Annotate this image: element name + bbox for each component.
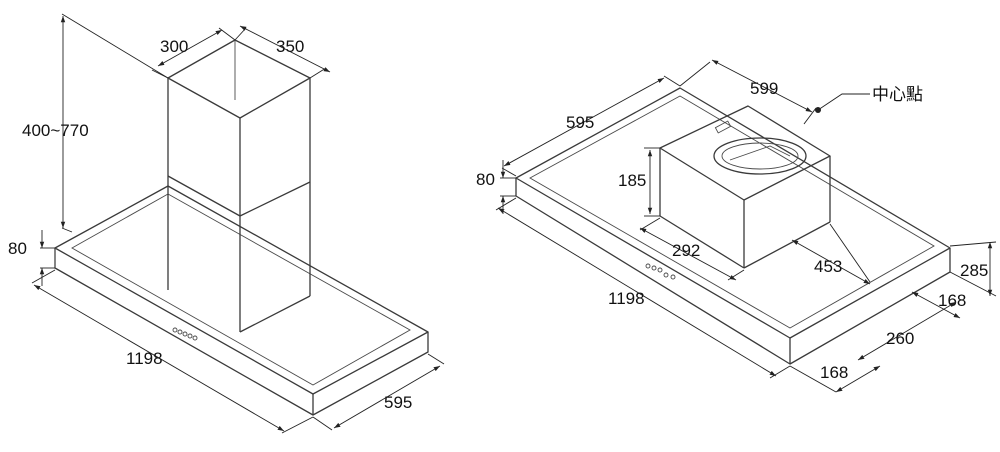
label-chimney-height: 400~770 — [22, 121, 89, 140]
right-dim-body-thickness: 80 — [476, 160, 516, 214]
left-dim-body-width: 1198 — [31, 269, 314, 434]
right-duct-outlet — [713, 137, 807, 175]
label-chimney-width: 350 — [276, 37, 304, 56]
right-center-point-callout: 中心點 — [815, 85, 923, 113]
left-chimney — [167, 39, 311, 333]
left-dim-chimney-depth: 300 — [151, 27, 236, 79]
left-hood-view: 300 350 400~770 80 11 — [8, 13, 445, 434]
right-dim-center-span: 260 — [857, 301, 957, 361]
left-dim-body-thickness: 80 — [8, 230, 55, 286]
right-control-buttons — [645, 263, 676, 280]
right-dim-box-depth: 292 — [639, 217, 745, 281]
label-offset-right-bottom: 168 — [820, 363, 848, 382]
left-control-buttons — [172, 327, 198, 341]
label-right-body-thickness: 80 — [476, 170, 495, 189]
label-box-width: 453 — [814, 257, 842, 276]
left-hood-body — [54, 185, 429, 416]
label-right-chimney-width: 599 — [750, 79, 778, 98]
label-body-height-right: 285 — [960, 261, 988, 280]
right-hood-view: 595 599 中心點 80 185 — [476, 59, 997, 393]
right-dim-body-width: 1198 — [495, 197, 791, 379]
right-dim-body-height-right: 285 — [949, 241, 997, 297]
label-right-body-depth: 595 — [566, 113, 594, 132]
label-right-body-width: 1198 — [608, 289, 645, 308]
right-dim-box-height: 185 — [618, 147, 660, 217]
label-box-depth: 292 — [672, 241, 700, 260]
label-body-thickness: 80 — [8, 239, 27, 258]
right-dim-body-depth: 595 — [501, 75, 681, 177]
right-dim-chimney-width: 599 — [679, 59, 817, 125]
label-body-width: 1198 — [126, 349, 163, 368]
right-dim-offset-bottom: 168 — [789, 363, 881, 393]
left-dim-body-depth: 595 — [312, 353, 445, 431]
left-dim-chimney-width: 350 — [234, 25, 331, 79]
label-chimney-depth: 300 — [160, 37, 188, 56]
right-dim-box-width: 453 — [791, 223, 871, 285]
left-dim-chimney-height: 400~770 — [22, 13, 169, 233]
label-center-point: 中心點 — [872, 85, 923, 105]
label-center-span: 260 — [886, 329, 914, 348]
label-offset-right-top: 168 — [938, 291, 966, 310]
label-box-height: 185 — [618, 171, 646, 190]
label-body-depth: 595 — [384, 393, 412, 412]
right-dim-offset-top: 168 — [911, 291, 966, 319]
